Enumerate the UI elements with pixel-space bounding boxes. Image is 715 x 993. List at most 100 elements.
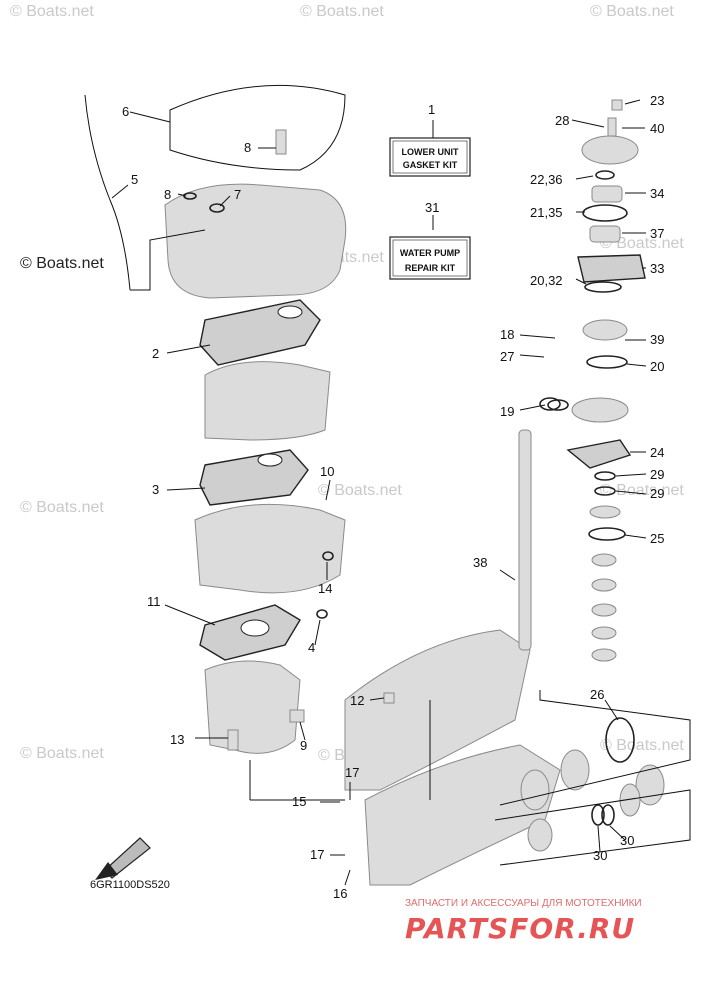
callout-34: 34: [650, 186, 664, 201]
o-ring-small: [316, 609, 328, 619]
callout-12: 12: [350, 693, 364, 708]
callout-14: 14: [318, 581, 332, 596]
callout-9: 9: [300, 738, 307, 753]
dipstick-hose: [84, 94, 131, 291]
watermark: © Boats.net: [600, 482, 684, 499]
callout-20: 20: [650, 359, 664, 374]
watermark-primary: © Boats.net: [20, 255, 104, 272]
callout-3: 3: [152, 482, 159, 497]
watermark: © Boats.net: [600, 737, 684, 754]
bearing: [589, 505, 621, 519]
kit-label-line2: REPAIR KIT: [405, 263, 456, 273]
callout-1: 1: [428, 102, 435, 117]
kit-box-frame: [389, 236, 471, 280]
shim: [591, 626, 617, 640]
plug: [227, 729, 239, 751]
propeller-shaft-parts: [520, 717, 665, 852]
gasket-hole: [257, 453, 283, 467]
callout-22-36: 22,36: [530, 172, 563, 187]
watermark: © Boats.net: [10, 3, 94, 20]
bolt: [275, 129, 287, 155]
callout-6: 6: [122, 104, 129, 119]
callout-labels: 1 2 3 4 5 6 7 8 8 9 10 11 12 13 14 15 16…: [122, 93, 664, 901]
callout-29: 29: [650, 486, 664, 501]
callout-29: 29: [650, 467, 664, 482]
gasket-hole: [277, 305, 303, 319]
o-ring-large: [605, 717, 635, 763]
callout-19: 19: [500, 404, 514, 419]
gasket-3: [199, 449, 309, 506]
water-pump-stack: [566, 135, 646, 662]
oil-seal: [594, 471, 616, 481]
callout-18: 18: [500, 327, 514, 342]
impeller: [589, 225, 621, 243]
callout-24: 24: [650, 445, 664, 460]
drive-shaft-assembly: [518, 399, 569, 651]
callout-5: 5: [131, 172, 138, 187]
watermark: © Boats.net: [600, 235, 684, 252]
callout-13: 13: [170, 732, 184, 747]
callout-28: 28: [555, 113, 569, 128]
callout-23: 23: [650, 93, 664, 108]
watermark: © Boats.net: [20, 745, 104, 762]
left-gaskets: [199, 299, 321, 661]
callout-10: 10: [320, 464, 334, 479]
oil-seal: [591, 804, 605, 826]
footer-tagline: ЗАПЧАСТИ И АКСЕССУАРЫ ДЛЯ МОТОТЕХНИКИ: [405, 898, 642, 909]
pump-base-gasket: [566, 439, 632, 469]
callout-16: 16: [333, 886, 347, 901]
oil-seal: [594, 486, 616, 496]
callout-31: 31: [425, 200, 439, 215]
kit-label-line1: WATER PUMP: [400, 248, 460, 258]
pump-base: [571, 397, 629, 423]
kit-box-frame: [389, 137, 471, 177]
callout-20-32: 20,32: [530, 273, 563, 288]
o-ring-small: [322, 551, 334, 561]
nut: [383, 692, 395, 704]
kit-label-line2: GASKET KIT: [403, 160, 458, 170]
callout-11: 11: [147, 594, 161, 609]
callout-17: 17: [310, 847, 324, 862]
upper-casing: [164, 183, 347, 299]
callout-27: 27: [500, 349, 514, 364]
watermark: © Boats.net: [20, 499, 104, 516]
callout-7: 7: [234, 187, 241, 202]
gear-housing-lower: [204, 660, 301, 754]
callout-4: 4: [308, 640, 315, 655]
o-ring: [588, 527, 626, 541]
seal-ring: [582, 204, 628, 222]
callout-30: 30: [620, 833, 634, 848]
pump-housing: [581, 135, 639, 165]
watermark-layer: © Boats.net © Boats.net © Boats.net © Bo…: [10, 3, 684, 764]
callout-8: 8: [164, 187, 171, 202]
gear-housing-upper: [194, 503, 346, 594]
callout-15: 15: [292, 794, 306, 809]
o-ring: [595, 170, 615, 180]
callout-8: 8: [244, 140, 251, 155]
kit-box-inner-frame: [392, 239, 468, 277]
callout-40: 40: [650, 121, 664, 136]
intermediate-casing: [204, 361, 331, 441]
seal: [539, 397, 561, 411]
kit-box-inner-frame: [392, 140, 468, 174]
lower-casing: [344, 629, 531, 791]
pump-plate: [582, 319, 628, 341]
callout-37: 37: [650, 226, 664, 241]
oil-seal: [601, 804, 615, 826]
bolt: [607, 117, 617, 137]
gasket-hole: [240, 619, 270, 637]
bearing-housing: [520, 769, 550, 811]
shim: [591, 553, 617, 567]
nut: [611, 99, 623, 111]
callout-39: 39: [650, 332, 664, 347]
hoses: [84, 84, 346, 291]
bearing-housing: [560, 749, 590, 791]
leader-lines: [111, 99, 691, 886]
cable-loop: [169, 84, 346, 171]
plug: [289, 709, 305, 723]
kit-box-water-pump-repair: WATER PUMP REPAIR KIT: [389, 236, 471, 280]
callout-21-35: 21,35: [530, 205, 563, 220]
callout-38: 38: [473, 555, 487, 570]
